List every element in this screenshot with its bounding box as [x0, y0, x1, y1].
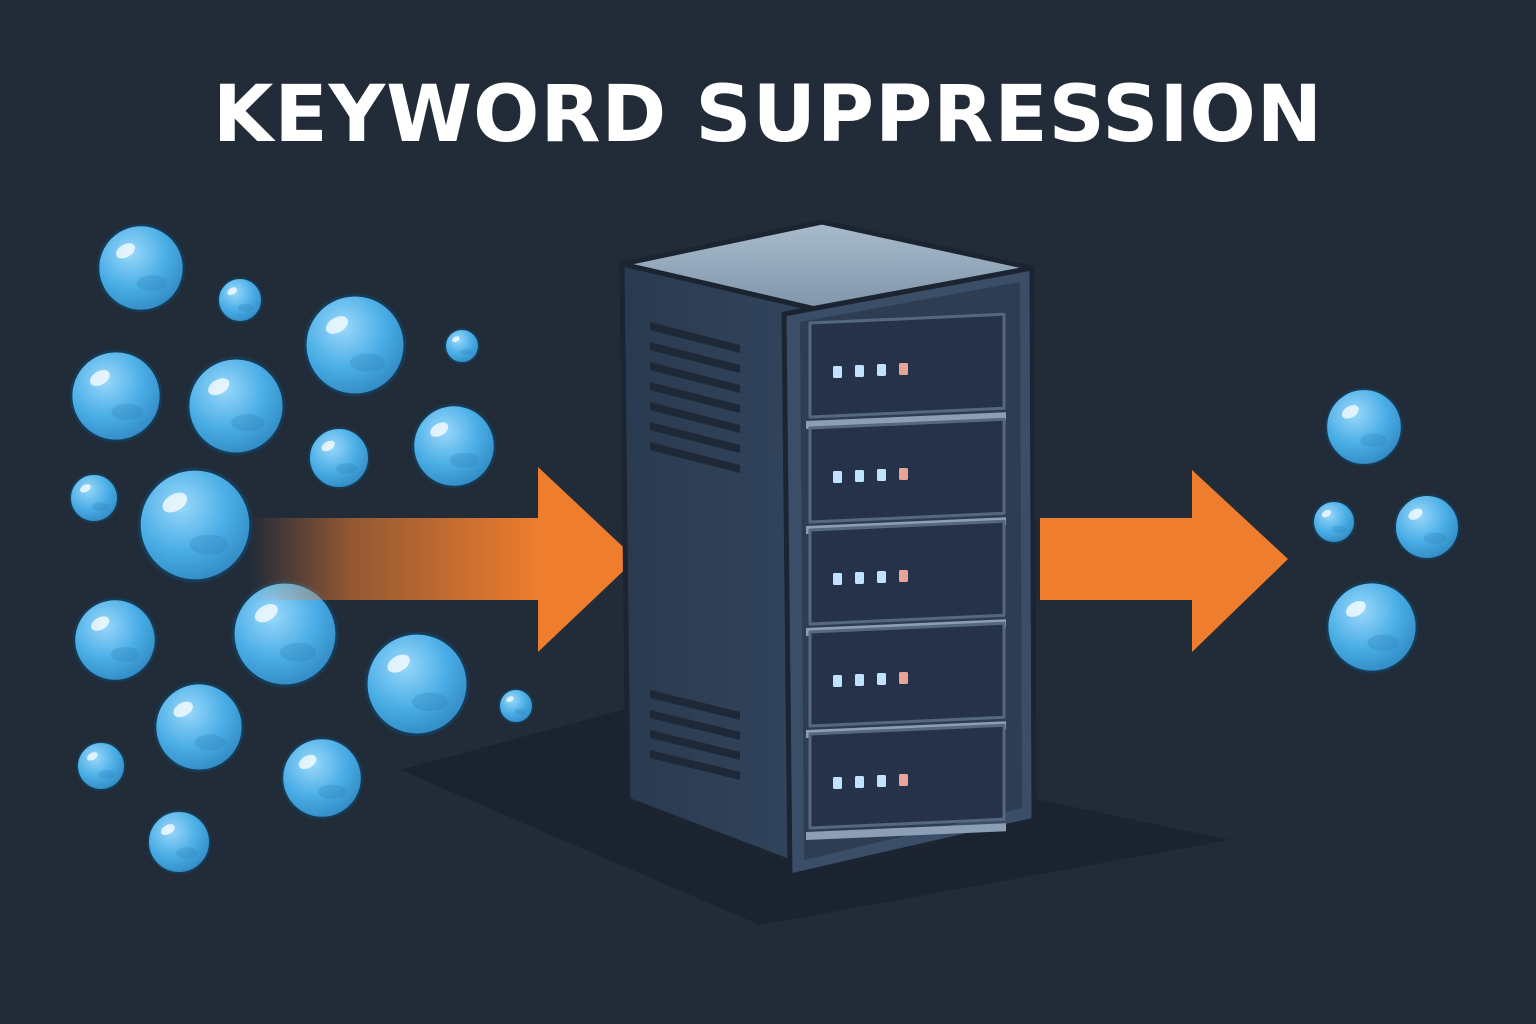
status-led	[899, 467, 908, 480]
status-led	[833, 572, 842, 585]
status-led	[877, 363, 886, 376]
bubble-icon	[411, 403, 497, 489]
drive-bay	[806, 723, 1006, 840]
server-drive-bays	[806, 312, 1006, 840]
bubble-icon	[137, 467, 253, 583]
status-led	[833, 776, 842, 789]
bubble-icon	[1324, 387, 1404, 467]
status-led	[855, 571, 864, 584]
bubble-icon	[1312, 500, 1356, 544]
status-led	[877, 774, 886, 787]
output-arrow-icon	[1040, 470, 1288, 652]
input-bubbles	[69, 223, 534, 874]
status-led	[899, 671, 908, 684]
bubble-icon	[72, 597, 158, 683]
status-led	[899, 569, 908, 582]
bubble-icon	[96, 223, 186, 313]
bubble-icon	[217, 277, 263, 323]
drive-bay	[806, 312, 1006, 429]
status-led	[877, 672, 886, 685]
input-arrow-icon	[250, 467, 636, 652]
bubble-icon	[69, 473, 119, 523]
status-led	[855, 364, 864, 377]
status-led	[899, 773, 908, 786]
bubble-icon	[231, 580, 339, 688]
status-led	[833, 365, 842, 378]
bubble-icon	[303, 293, 407, 397]
bubble-icon	[186, 356, 286, 456]
bubble-icon	[147, 810, 211, 874]
server-rack-icon	[619, 219, 1037, 879]
bubble-icon	[280, 736, 364, 820]
bubble-icon	[76, 741, 126, 791]
bubble-icon	[1394, 494, 1460, 560]
status-led	[855, 673, 864, 686]
status-led	[877, 468, 886, 481]
bubble-icon	[444, 328, 480, 364]
bubble-icon	[69, 349, 163, 443]
status-led	[877, 570, 886, 583]
bubble-icon	[498, 688, 534, 724]
bubble-icon	[364, 631, 470, 737]
status-led	[833, 470, 842, 483]
status-led	[899, 362, 908, 375]
diagram-title: KEYWORD SUPPRESSION	[212, 70, 1324, 160]
output-bubbles	[1312, 387, 1460, 674]
bubble-icon	[1325, 580, 1419, 674]
bubble-icon	[153, 681, 245, 773]
bubble-icon	[308, 427, 370, 489]
status-led	[833, 674, 842, 687]
status-led	[855, 469, 864, 482]
status-led	[855, 775, 864, 788]
